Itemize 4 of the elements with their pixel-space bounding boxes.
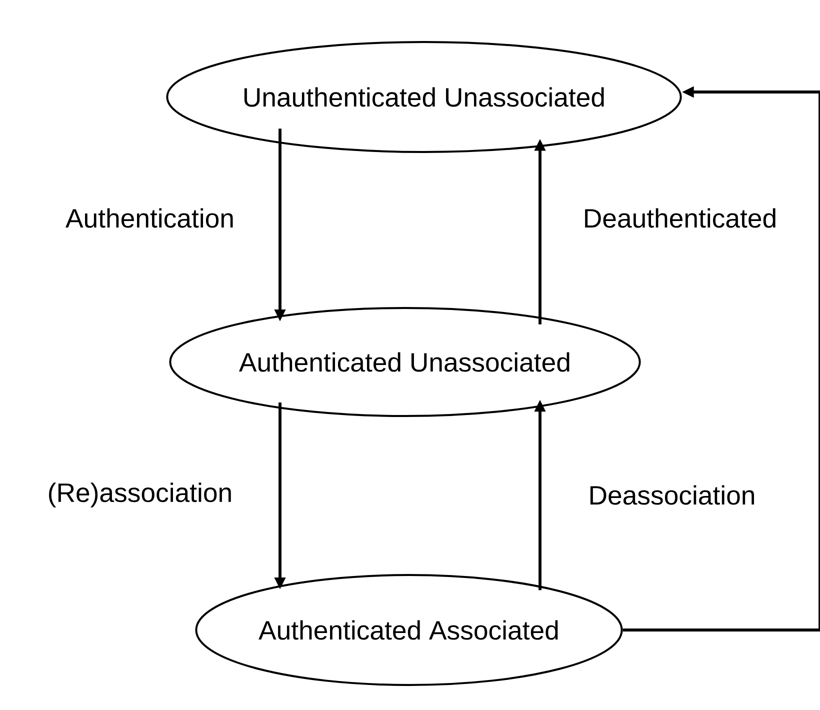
edge-label: Deauthenticated [582, 206, 778, 230]
edge-label: Deassociation [586, 484, 758, 506]
edge-label: (Re)association [46, 481, 234, 509]
edge-label: Authentication [64, 206, 236, 230]
